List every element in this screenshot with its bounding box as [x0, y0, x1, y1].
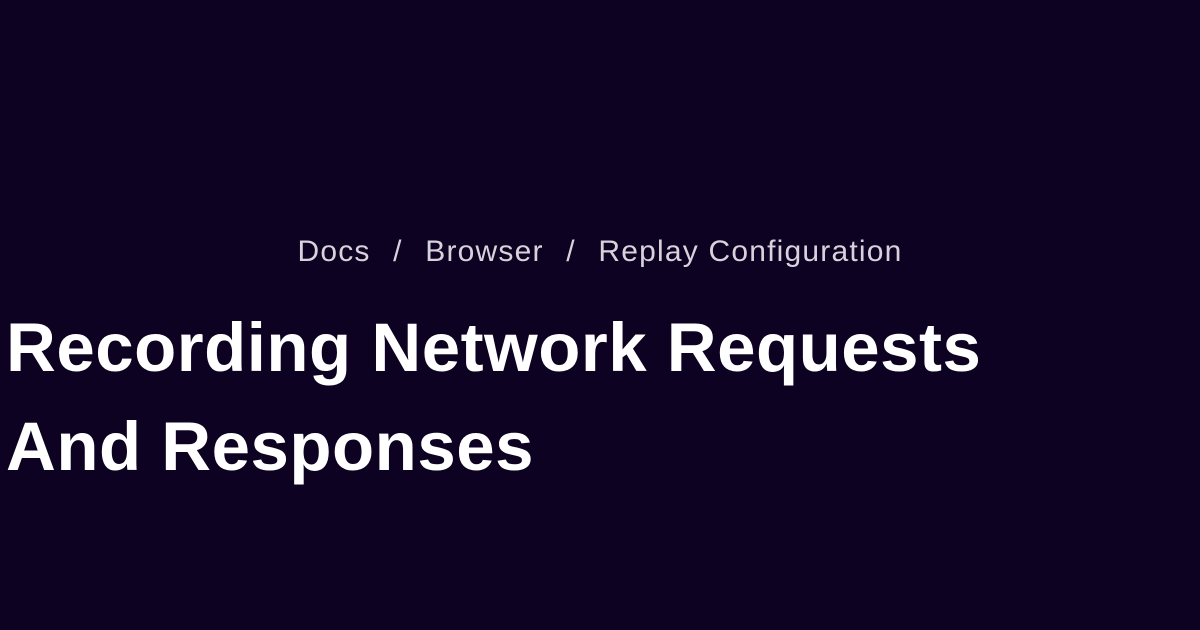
page-title-line-1: Recording Network Requests — [6, 309, 982, 386]
breadcrumb-item-replay-configuration[interactable]: Replay Configuration — [598, 235, 903, 268]
page-title: Recording Network Requests And Responses — [6, 298, 1196, 496]
breadcrumb-item-docs[interactable]: Docs — [297, 235, 371, 268]
breadcrumb: Docs / Browser / Replay Configuration — [0, 232, 1200, 272]
breadcrumb-separator: / — [566, 235, 576, 268]
breadcrumb-separator: / — [393, 235, 403, 268]
breadcrumb-item-browser[interactable]: Browser — [425, 235, 544, 268]
page-title-line-2: And Responses — [6, 408, 534, 485]
